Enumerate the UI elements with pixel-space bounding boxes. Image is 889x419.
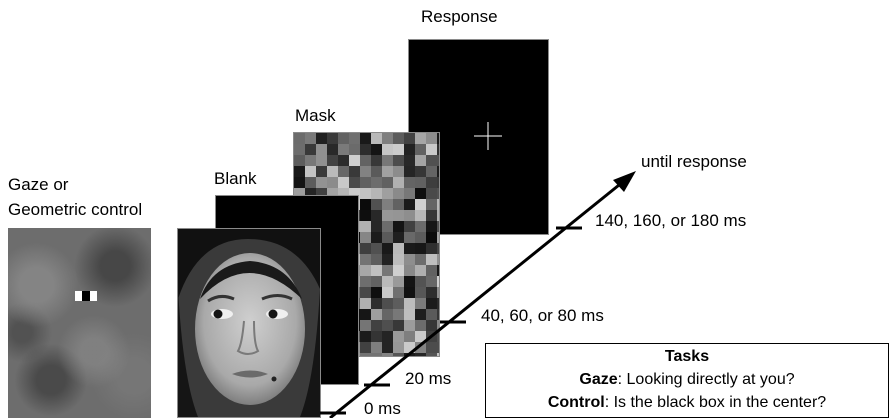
gaze-control-noise-panel [8,228,151,418]
timeline-label-140ms: 140, 160, or 180 ms [595,211,747,230]
tasks-control-line: Control: Is the black box in the center? [547,394,827,411]
gaze-label-line2: Geometric control [8,200,143,219]
blank-label: Blank [214,169,257,188]
tasks-title: Tasks [664,348,710,365]
timeline-label-40ms: 40, 60, or 80 ms [481,306,604,325]
timeline-label-until-response: until response [641,152,747,171]
fixation-cross-icon [474,122,502,150]
face-stimulus-overlay [177,228,321,418]
black-box-marker [75,291,97,301]
timeline-label-0ms: 0 ms [364,399,401,418]
tasks-gaze-line: Gaze: Looking directly at you? [579,371,795,388]
gaze-label-line1: Gaze or [8,175,69,194]
mask-label: Mask [295,106,336,125]
response-label: Response [421,7,498,26]
timeline-label-20ms: 20 ms [405,369,452,388]
tasks-box: Tasks Gaze: Looking directly at you? Con… [485,343,889,418]
